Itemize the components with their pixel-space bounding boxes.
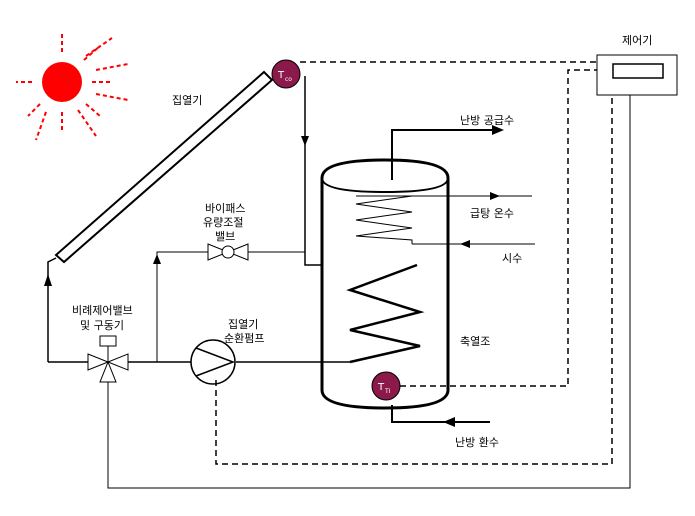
- bypass-pipe: [156, 251, 305, 362]
- prop-valve-label-1: 비례제어밸브: [72, 304, 133, 317]
- sun-disc: [42, 62, 82, 102]
- heating-return-arrow: [443, 417, 455, 427]
- return-pipe: [47, 257, 350, 363]
- heating-supply-label: 난방 공급수: [460, 114, 514, 127]
- controller: [596, 54, 678, 96]
- valve-control-line: [107, 95, 631, 489]
- storage-tank-label: 축열조: [460, 335, 490, 348]
- prop-valve-label-2: 및 구동기: [80, 319, 124, 332]
- sun-icon: [16, 34, 129, 141]
- tank-temperature-sensor: T TI: [371, 371, 401, 401]
- hot-water-label: 급탕 온수: [470, 207, 514, 220]
- cold-water-label: 시수: [502, 252, 522, 265]
- proportional-control-valve: [87, 335, 129, 383]
- collector-inlet-arrow: [44, 274, 52, 286]
- flow-arrow-down: [301, 136, 309, 146]
- solar-coil: [346, 263, 425, 364]
- cold-water-arrow: [460, 240, 470, 248]
- heating-supply-arrow: [492, 125, 504, 135]
- bypass-arrow: [153, 254, 161, 264]
- circulation-pump: [190, 339, 236, 385]
- collector-sensor-sub: co: [285, 76, 292, 83]
- bypass-label-3: 밸브: [215, 230, 235, 243]
- sun-rays: [16, 34, 129, 141]
- collector-label: 집열기: [172, 94, 202, 107]
- pump-label-2: 순환펌프: [224, 332, 264, 345]
- solar-collector: [54, 70, 274, 264]
- tank-sensor-label: T: [377, 382, 385, 393]
- signal-lines: [215, 61, 613, 465]
- pump-label-1: 집열기: [228, 318, 258, 331]
- collector-sensor-label: T: [277, 70, 285, 81]
- storage-tank: [320, 158, 450, 410]
- hot-water-arrow: [490, 192, 500, 200]
- bypass-label-1: 바이패스: [205, 202, 245, 215]
- heating-return-label: 난방 환수: [455, 436, 499, 449]
- dhw-coil: [355, 195, 413, 244]
- bypass-label-2: 유량조절: [203, 216, 243, 229]
- tank-sensor-sub: TI: [384, 388, 391, 395]
- controller-label: 제어기: [622, 34, 652, 47]
- bypass-flow-valve: [207, 243, 249, 261]
- heating-supply-pipe: [391, 129, 492, 180]
- collector-temperature-sensor: T co: [271, 59, 301, 89]
- heating-return-pipe: [391, 405, 490, 423]
